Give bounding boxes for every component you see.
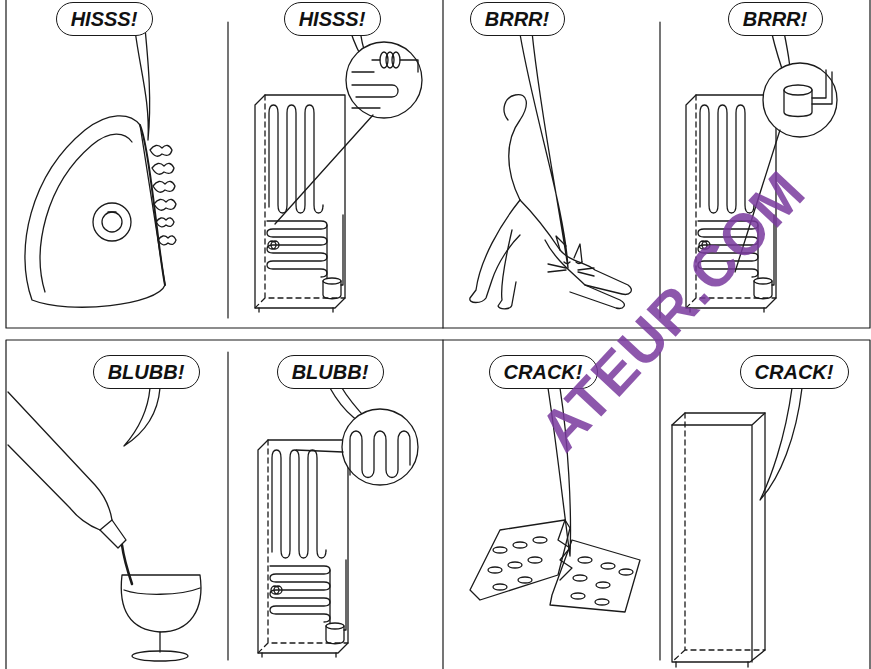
fridge-stroke xyxy=(270,566,330,622)
magnifier-capillary xyxy=(275,42,422,224)
fridge-stroke xyxy=(258,440,348,653)
fridge-stroke xyxy=(330,560,346,630)
stretching-cat xyxy=(470,95,632,309)
sound-word: BRRR! xyxy=(485,9,549,29)
ice-tray xyxy=(470,520,640,612)
fridge-cabinet xyxy=(672,413,765,667)
tray-dimples xyxy=(488,537,633,605)
steam-iron xyxy=(25,116,176,307)
fridge-stroke xyxy=(258,440,348,653)
fridge-stroke xyxy=(271,586,282,594)
fridge-stroke xyxy=(259,308,333,312)
fridge-stroke xyxy=(327,215,343,285)
sound-word: CRACK! xyxy=(755,362,834,382)
speech-bubble: BLUBB! xyxy=(93,355,200,389)
fridge-stroke xyxy=(267,221,327,277)
sound-word: BLUBB! xyxy=(108,362,185,382)
fridge-stroke xyxy=(255,95,345,308)
magnifier-tubes xyxy=(296,409,418,485)
sound-word: HISSS! xyxy=(299,9,366,29)
watermark: ATEUR.COM xyxy=(526,158,818,464)
bottle-and-glass xyxy=(8,392,201,661)
sound-word: BRRR! xyxy=(743,9,807,29)
fridge-stroke xyxy=(326,623,344,629)
sound-word: BLUBB! xyxy=(292,362,369,382)
fridge-stroke xyxy=(269,105,323,213)
speech-bubble: CRACK! xyxy=(740,355,849,389)
steam-puffs xyxy=(150,145,176,244)
panel-frames xyxy=(6,0,870,669)
speech-bubble: BRRR! xyxy=(728,2,823,36)
fridge-stroke xyxy=(268,241,279,249)
sound-word: HISSS! xyxy=(71,9,138,29)
speech-bubble: HISSS! xyxy=(56,2,153,36)
fridge-backs xyxy=(255,95,776,657)
fridge-stroke xyxy=(272,450,326,558)
fridge-stroke xyxy=(262,653,336,657)
speech-bubble: HISSS! xyxy=(284,2,381,36)
fridge-stroke xyxy=(754,278,772,284)
speech-bubble: BRRR! xyxy=(470,2,565,36)
fridge-stroke xyxy=(255,95,345,308)
fridge-stroke xyxy=(323,278,341,284)
speech-bubble: BLUBB! xyxy=(277,355,384,389)
